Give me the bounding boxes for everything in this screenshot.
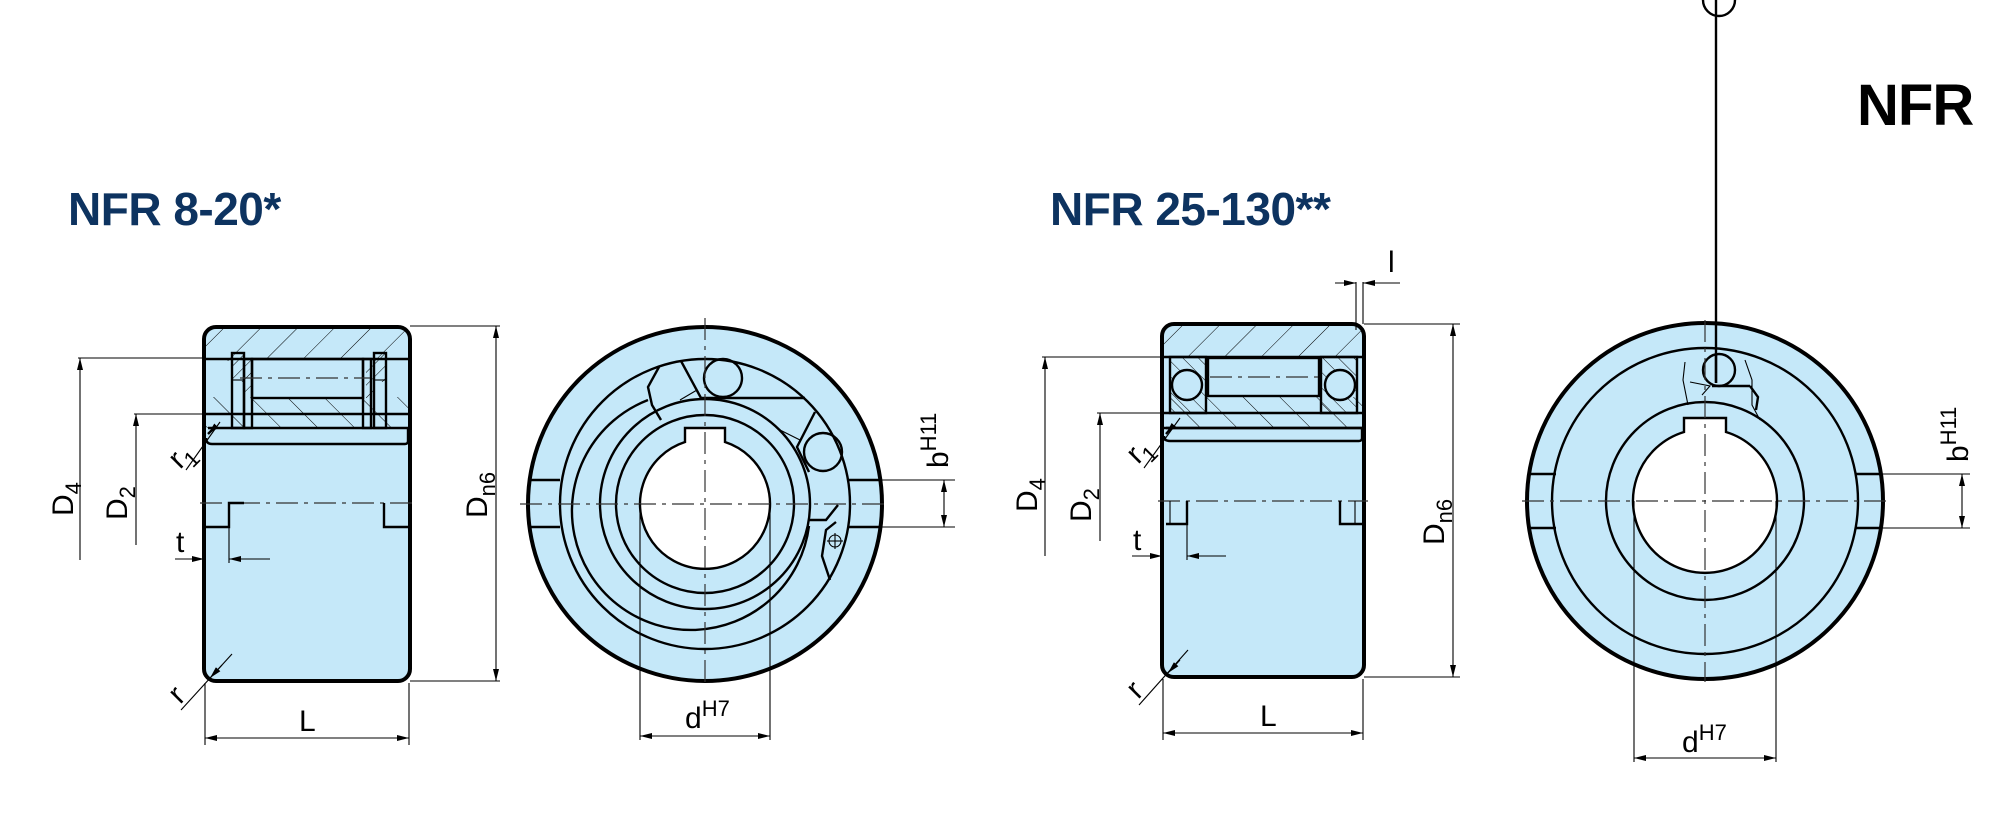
label-r1: r1 xyxy=(1120,431,1163,474)
label-D4: D4 xyxy=(1011,478,1050,512)
label-L: L xyxy=(299,705,316,738)
label-D2: D2 xyxy=(1065,488,1104,522)
label-D4: D4 xyxy=(47,482,86,516)
section-title-nfr-8-20: NFR 8-20* xyxy=(68,183,281,235)
label-dH7: dH7 xyxy=(1682,720,1727,759)
label-D2: D2 xyxy=(101,486,140,520)
label-Dn6: Dn6 xyxy=(1418,499,1457,545)
label-r: r xyxy=(1120,675,1150,705)
side-view-nfr-8-20 xyxy=(77,325,500,745)
label-r1: r1 xyxy=(162,436,205,479)
label-t: t xyxy=(1133,524,1142,557)
label-bH11: bH11 xyxy=(916,413,955,468)
label-Dn6: Dn6 xyxy=(461,472,500,518)
front-view-labels-2: bH11 dH7 xyxy=(1682,407,1975,759)
label-dH7: dH7 xyxy=(685,696,730,735)
label-t: t xyxy=(176,526,185,559)
label-l: l xyxy=(1388,246,1395,279)
front-view-nfr-8-20 xyxy=(520,318,955,740)
page-title: NFR xyxy=(1857,73,1974,138)
label-bH11: bH11 xyxy=(1936,407,1975,462)
front-view-labels-1: bH11 dH7 xyxy=(685,413,955,735)
side-view-nfr-25-130 xyxy=(1042,280,1460,740)
label-r: r xyxy=(162,680,192,710)
front-view-nfr-25-130 xyxy=(1522,0,1970,762)
section-title-nfr-25-130: NFR 25-130** xyxy=(1050,183,1331,235)
label-L: L xyxy=(1260,700,1277,733)
